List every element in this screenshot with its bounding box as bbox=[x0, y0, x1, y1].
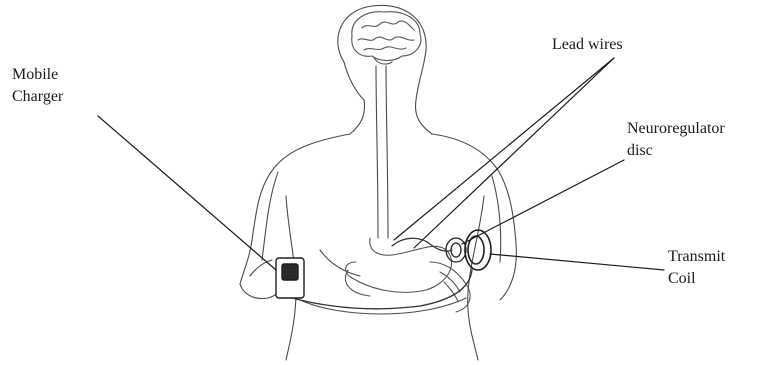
esophagus bbox=[376, 66, 388, 238]
neuroregulator-disc-icon bbox=[446, 238, 466, 262]
mobile-charger-label-line2: Charger bbox=[12, 86, 63, 108]
mobile-charger-icon bbox=[276, 258, 304, 298]
neuroregulator-disc-label-line2: disc bbox=[627, 140, 725, 162]
pointer-lines bbox=[98, 58, 664, 270]
neuroregulator-disc-label-line1: Neuroregulator bbox=[627, 118, 725, 140]
transmit-coil-label-line2: Coil bbox=[668, 268, 725, 290]
transmit-coil-label: Transmit Coil bbox=[668, 246, 725, 290]
mobile-charger-label: Mobile Charger bbox=[12, 64, 63, 108]
transmit-coil-label-line1: Transmit bbox=[668, 246, 725, 268]
mobile-charger-label-line1: Mobile bbox=[12, 64, 63, 86]
pointer-lead-wire-2 bbox=[414, 58, 614, 248]
brain-icon bbox=[352, 12, 421, 64]
pointer-lead-wire-1 bbox=[394, 58, 614, 240]
lead-wires-label: Lead wires bbox=[552, 34, 623, 56]
lead-wires-label-text: Lead wires bbox=[552, 34, 623, 56]
neuroregulator-disc-label: Neuroregulator disc bbox=[627, 118, 725, 162]
pointer-mobile-charger bbox=[98, 116, 276, 270]
pointer-neuroregulator-disc bbox=[462, 160, 624, 244]
